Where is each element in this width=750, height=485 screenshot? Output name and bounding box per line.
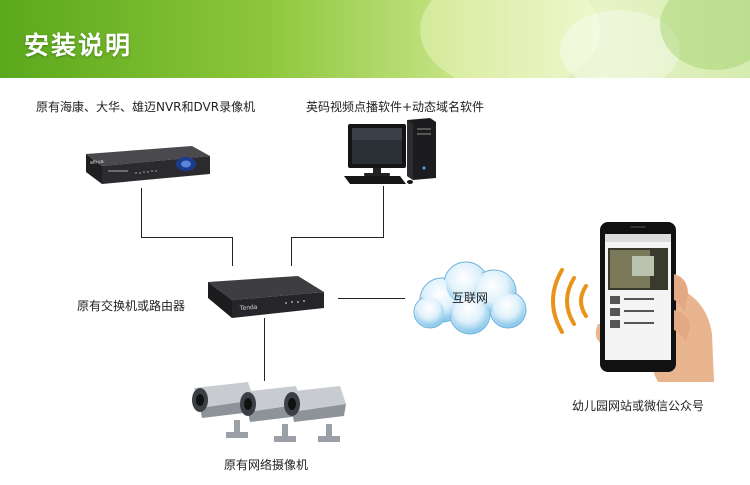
nvr-link-horizontal xyxy=(141,237,233,238)
router-label: 原有交换机或路由器 xyxy=(77,299,186,313)
router-internet-link xyxy=(338,298,405,299)
internet-label: 互联网 xyxy=(452,291,489,305)
nvr-link-vertical xyxy=(141,188,142,237)
internet-cloud-icon xyxy=(413,261,527,335)
page-title: 安装说明 xyxy=(24,31,133,60)
pc-link-vertical xyxy=(383,186,384,237)
title-banner: 安装说明 xyxy=(0,0,750,78)
banner-light-glow xyxy=(420,0,600,78)
nvr-link-drop xyxy=(232,237,233,266)
nvr-brand-text: alhua xyxy=(90,159,104,166)
router-brand-text: Tenda xyxy=(239,304,258,312)
nvr-label: 原有海康、大华、雄迈NVR和DVR录像机 xyxy=(36,100,256,114)
pc-link-horizontal xyxy=(291,237,384,238)
pc-link-drop xyxy=(291,237,292,266)
router-switch-icon: Tenda xyxy=(208,276,324,318)
desktop-computer-icon xyxy=(344,118,436,184)
nvr-recorder-icon: alhua xyxy=(86,146,210,184)
phone-label: 幼儿园网站或微信公众号 xyxy=(572,399,705,413)
router-camera-link xyxy=(264,318,265,381)
smartphone-in-hand-icon xyxy=(595,222,714,382)
wireless-signal-icon xyxy=(551,268,588,334)
banner-light-glow xyxy=(560,10,680,78)
cameras-label: 原有网络摄像机 xyxy=(224,458,309,472)
cctv-cameras-icon xyxy=(192,382,346,442)
pc-label: 英码视频点播软件+动态域名软件 xyxy=(306,100,485,114)
